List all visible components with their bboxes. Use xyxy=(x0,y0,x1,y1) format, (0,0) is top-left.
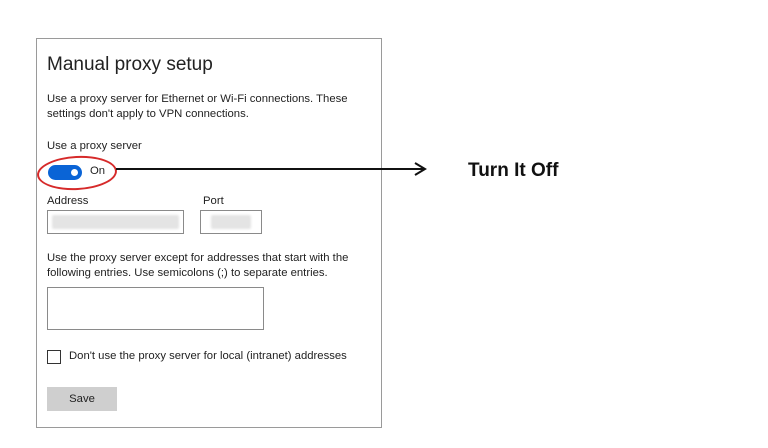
address-input[interactable] xyxy=(47,210,184,234)
exceptions-textarea[interactable] xyxy=(47,287,264,330)
address-blurred-value xyxy=(52,215,179,229)
port-blurred-value xyxy=(211,215,251,229)
use-proxy-label: Use a proxy server xyxy=(47,140,142,152)
use-proxy-toggle[interactable] xyxy=(48,165,82,180)
panel-description: Use a proxy server for Ethernet or Wi-Fi… xyxy=(47,93,348,120)
address-label: Address xyxy=(47,195,89,207)
exceptions-description: Use the proxy server except for addresse… xyxy=(47,252,349,279)
annotation-text: Turn It Off xyxy=(468,160,559,181)
port-label: Port xyxy=(203,195,224,207)
local-addresses-label: Don't use the proxy server for local (in… xyxy=(69,350,347,362)
port-input[interactable] xyxy=(200,210,262,234)
panel-title: Manual proxy setup xyxy=(47,54,213,75)
save-button[interactable]: Save xyxy=(47,387,117,411)
manual-proxy-panel: Manual proxy setup Use a proxy server fo… xyxy=(36,38,382,428)
arrow-head xyxy=(414,162,427,176)
toggle-state-label: On xyxy=(90,165,106,177)
toggle-knob xyxy=(71,169,78,176)
local-addresses-checkbox[interactable] xyxy=(47,350,61,364)
